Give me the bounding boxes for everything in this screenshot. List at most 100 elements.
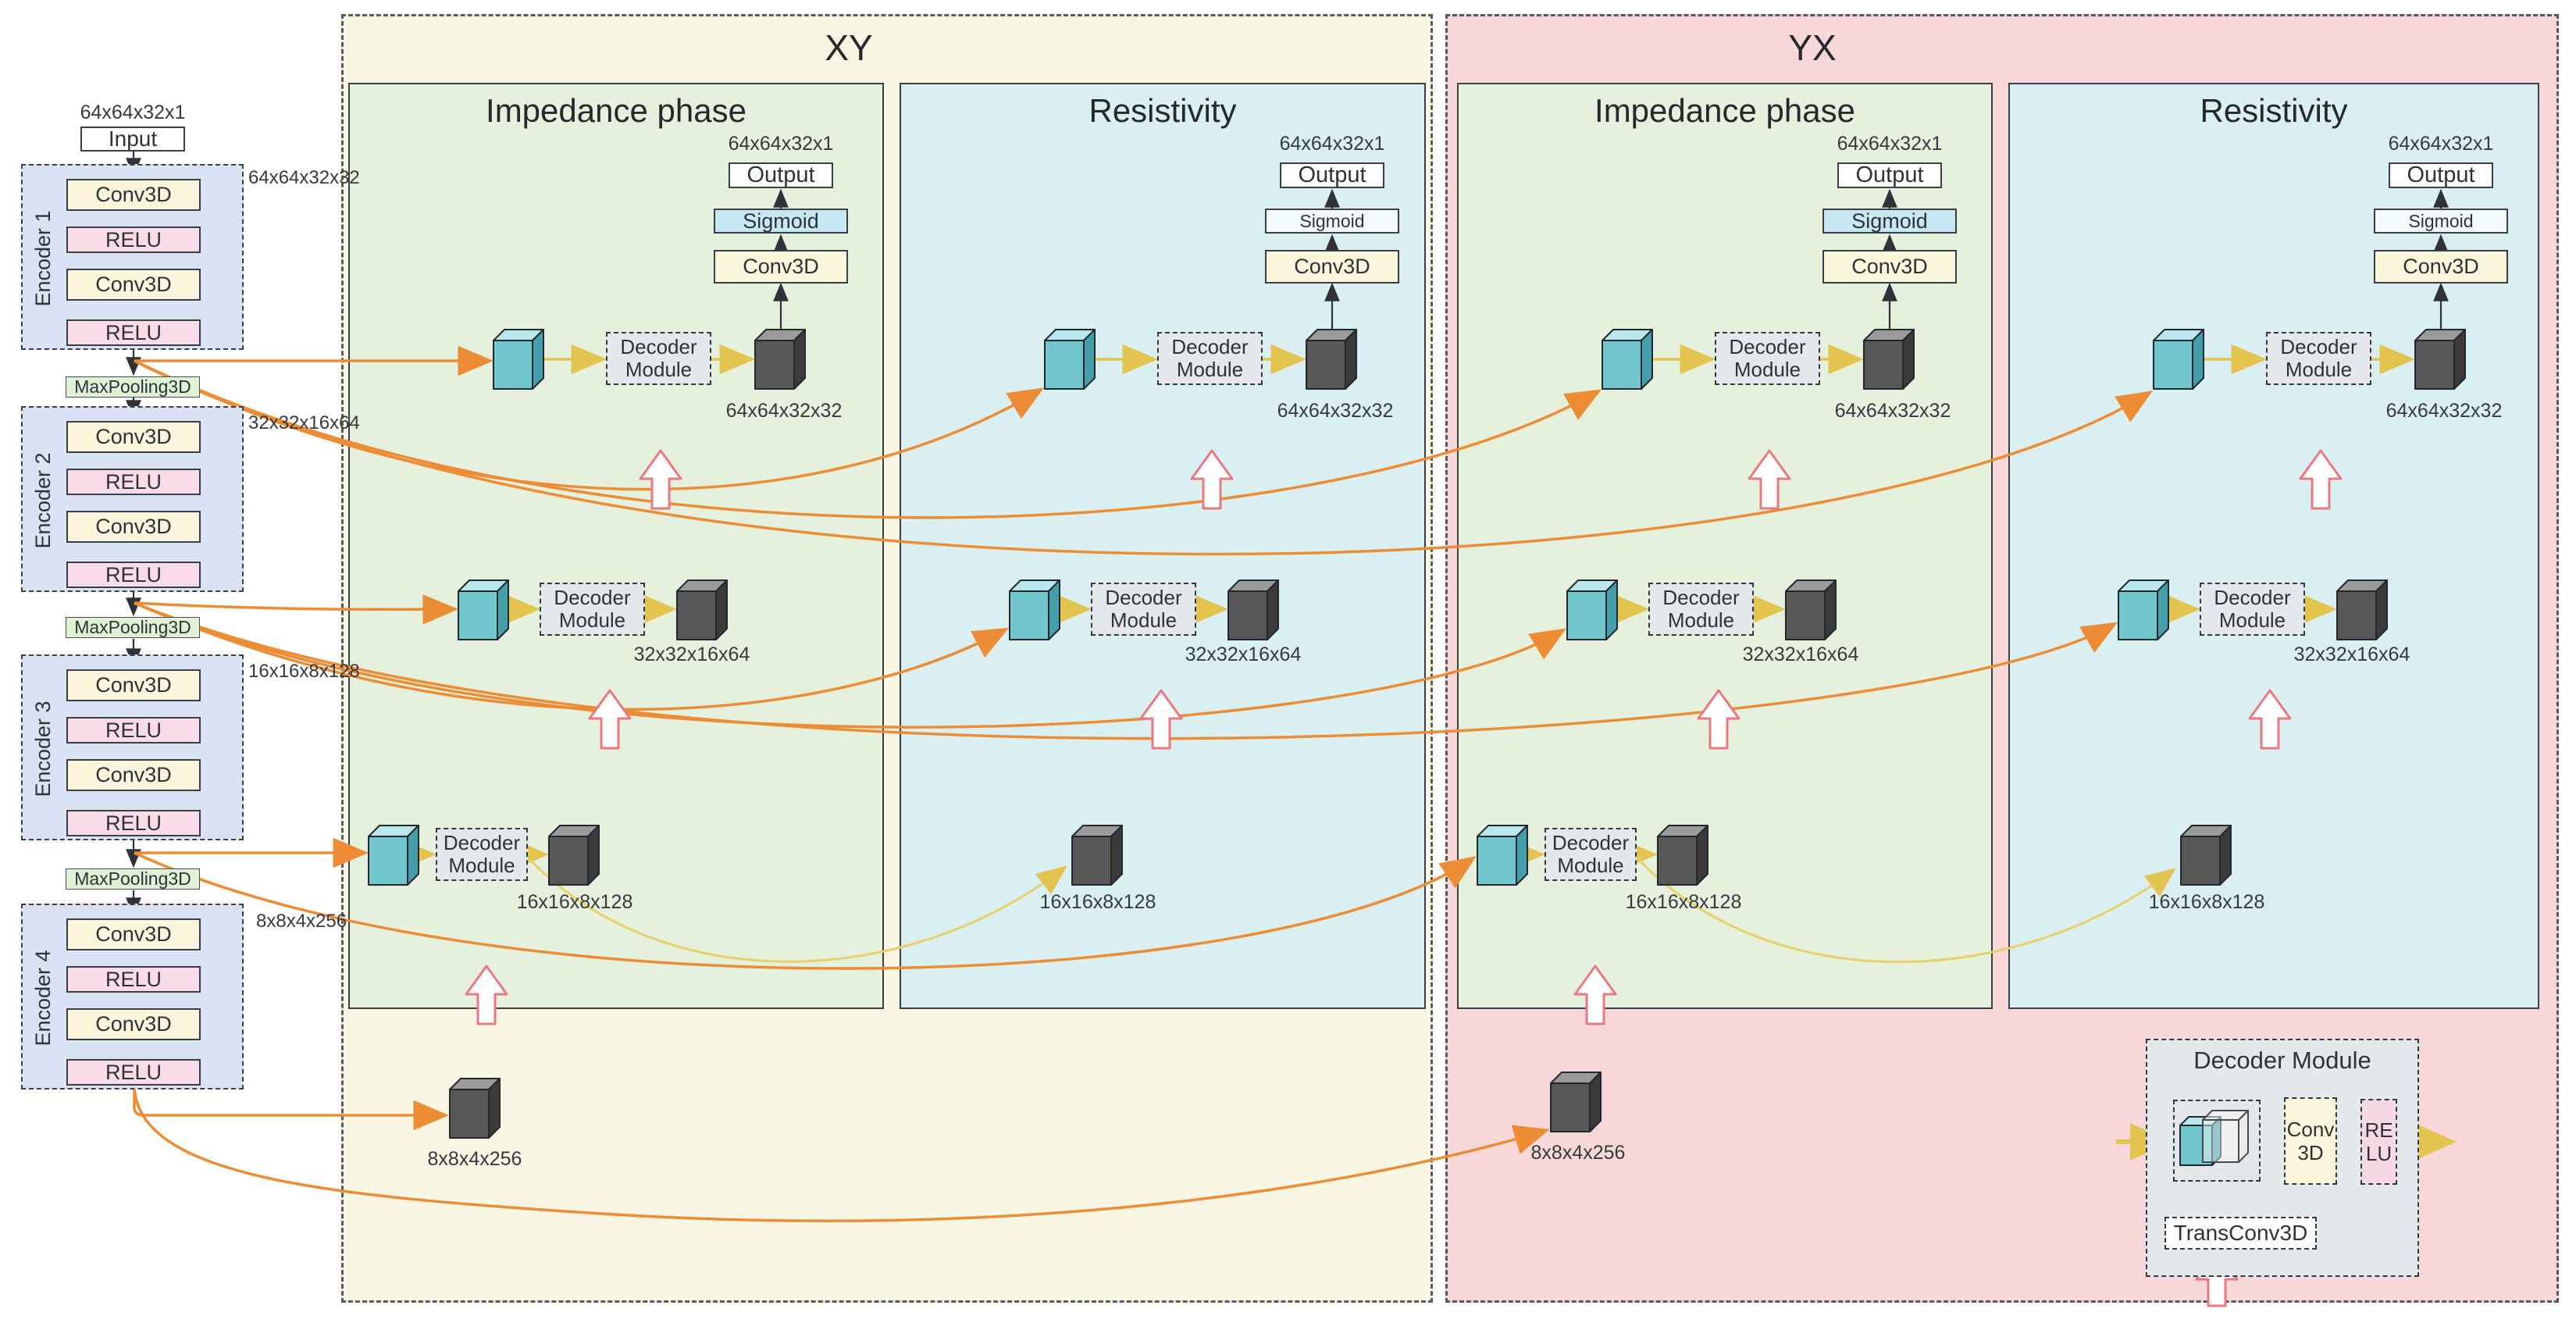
decoder-module-box: Decoder Module bbox=[1648, 583, 1754, 636]
relu-layer: RELU bbox=[66, 966, 201, 993]
feature-cube-skip bbox=[1566, 579, 1618, 640]
detail-upsampled-cube bbox=[2179, 1116, 2221, 1166]
maxpooling-layer: MaxPooling3D bbox=[66, 868, 200, 890]
conv3d-layer: Conv3D bbox=[66, 669, 201, 701]
feature-cube-skip bbox=[1477, 825, 1528, 886]
feature-cube-decoded bbox=[1306, 329, 1357, 390]
encoder-block-3: Encoder 3 Conv3D RELU Conv3D RELU bbox=[21, 654, 244, 840]
feature-cube-skip bbox=[2153, 329, 2204, 390]
encoder-block-label: Encoder 3 bbox=[31, 701, 55, 797]
relu-layer: RELU bbox=[66, 319, 201, 346]
input-box: Input bbox=[80, 127, 185, 152]
output-dims-label: 64x64x32x1 bbox=[1279, 133, 1385, 155]
branch-title: Resistivity bbox=[2200, 92, 2348, 129]
conv3d-layer: Conv3D bbox=[66, 759, 201, 791]
bottleneck-dims-label: 8x8x4x256 bbox=[1530, 1142, 1626, 1164]
row-dims-label: 16x16x8x128 bbox=[1625, 891, 1742, 913]
row-dims-label: 32x32x16x64 bbox=[1185, 644, 1302, 665]
feature-cube-skip bbox=[368, 825, 419, 886]
detail-relu-box: RE LU bbox=[2360, 1099, 2397, 1185]
row-dims-label: 64x64x32x32 bbox=[725, 400, 843, 422]
decoder-module-box: Decoder Module bbox=[2200, 583, 2305, 636]
feature-cube-skip bbox=[1044, 329, 1096, 390]
maxpooling-layer: MaxPooling3D bbox=[66, 376, 200, 398]
decoder-module-box: Decoder Module bbox=[1157, 332, 1263, 385]
input-dims-label: 64x64x32x1 bbox=[80, 102, 186, 123]
feature-cube-decoded bbox=[1863, 329, 1915, 390]
output-dims-label: 64x64x32x1 bbox=[2388, 133, 2494, 155]
output-box: Output bbox=[1837, 162, 1942, 188]
row-dims-label: 32x32x16x64 bbox=[1742, 644, 1859, 665]
conv3d-layer: Conv3D bbox=[66, 511, 201, 543]
sigmoid-box: Sigmoid bbox=[714, 209, 848, 234]
feature-cube-decoded bbox=[2180, 825, 2232, 886]
row-dims-label: 16x16x8x128 bbox=[516, 891, 633, 913]
encoder-dims-label: 16x16x8x128 bbox=[248, 661, 360, 682]
row-dims-label: 16x16x8x128 bbox=[2148, 891, 2265, 913]
sigmoid-box: Sigmoid bbox=[1822, 209, 1957, 234]
maxpooling-layer: MaxPooling3D bbox=[66, 617, 200, 638]
row-dims-label: 64x64x32x32 bbox=[1277, 400, 1394, 422]
sigmoid-box: Sigmoid bbox=[1265, 209, 1399, 234]
feature-cube-decoded bbox=[1227, 579, 1279, 640]
decoder-module-box: Decoder Module bbox=[606, 332, 711, 385]
feature-cube-skip bbox=[2118, 579, 2169, 640]
decoder-module-box: Decoder Module bbox=[1715, 332, 1820, 385]
conv3d-layer: Conv3D bbox=[66, 421, 201, 453]
row-dims-label: 32x32x16x64 bbox=[2293, 644, 2410, 665]
conv3d-layer: Conv3D bbox=[66, 269, 201, 301]
bottleneck-cube-xy bbox=[449, 1078, 501, 1139]
group-title-xy: XY bbox=[825, 27, 873, 68]
relu-layer: RELU bbox=[66, 810, 201, 836]
decoder-module-box: Decoder Module bbox=[1091, 583, 1196, 636]
branch-title: Resistivity bbox=[1088, 92, 1237, 129]
relu-layer: RELU bbox=[66, 226, 201, 253]
relu-layer: RELU bbox=[66, 469, 201, 495]
feature-cube-decoded bbox=[1657, 825, 1708, 886]
bottleneck-cube-yx bbox=[1550, 1072, 1602, 1132]
row-dims-label: 64x64x32x32 bbox=[1834, 400, 1951, 422]
conv3d-box: Conv3D bbox=[1265, 250, 1399, 284]
encoder-block-label: Encoder 4 bbox=[31, 950, 55, 1047]
sigmoid-box: Sigmoid bbox=[2374, 209, 2508, 234]
output-box: Output bbox=[729, 162, 833, 188]
encoder-block-1: Encoder 1 Conv3D RELU Conv3D RELU bbox=[21, 164, 244, 350]
encoder-block-label: Encoder 1 bbox=[31, 210, 55, 307]
bottleneck-dims-label: 8x8x4x256 bbox=[427, 1148, 522, 1170]
row-dims-label: 16x16x8x128 bbox=[1039, 891, 1156, 913]
encoder-block-label: Encoder 2 bbox=[31, 452, 55, 549]
conv3d-layer: Conv3D bbox=[66, 918, 201, 950]
feature-cube-decoded bbox=[548, 825, 600, 886]
decoder-module-box: Decoder Module bbox=[1545, 828, 1637, 881]
feature-cube-decoded bbox=[1071, 825, 1123, 886]
branch-title: Impedance phase bbox=[486, 92, 746, 129]
conv3d-box: Conv3D bbox=[714, 250, 848, 284]
feature-cube-decoded bbox=[2414, 329, 2466, 390]
branch-title: Impedance phase bbox=[1594, 92, 1855, 129]
relu-layer: RELU bbox=[66, 717, 201, 744]
relu-layer: RELU bbox=[66, 562, 201, 588]
detail-transconv3d-box: TransConv3D bbox=[2164, 1217, 2317, 1250]
feature-cube-decoded bbox=[1785, 579, 1837, 640]
feature-cube-skip bbox=[1009, 579, 1060, 640]
output-dims-label: 64x64x32x1 bbox=[1837, 133, 1943, 155]
conv3d-box: Conv3D bbox=[1822, 250, 1957, 284]
feature-cube-decoded bbox=[2336, 579, 2388, 640]
group-title-yx: YX bbox=[1788, 27, 1837, 68]
detail-concat-box bbox=[2173, 1100, 2261, 1182]
encoder-block-4: Encoder 4 Conv3D RELU Conv3D RELU bbox=[21, 904, 244, 1089]
detail-ghost-cube bbox=[2202, 1110, 2249, 1163]
feature-cube-decoded bbox=[754, 329, 806, 390]
encoder-dims-label: 64x64x32x32 bbox=[248, 167, 360, 188]
relu-layer: RELU bbox=[66, 1059, 201, 1086]
encoder-dims-label: 32x32x16x64 bbox=[248, 412, 360, 433]
output-box: Output bbox=[2389, 162, 2493, 188]
conv3d-layer: Conv3D bbox=[66, 1008, 201, 1040]
decoder-module-box: Decoder Module bbox=[436, 828, 528, 881]
detail-conv3d-box: Conv 3D bbox=[2284, 1097, 2337, 1185]
feature-cube-skip bbox=[1602, 329, 1653, 390]
feature-cube-decoded bbox=[676, 579, 728, 640]
feature-cube-skip bbox=[493, 329, 544, 390]
conv3d-box: Conv3D bbox=[2374, 250, 2508, 284]
